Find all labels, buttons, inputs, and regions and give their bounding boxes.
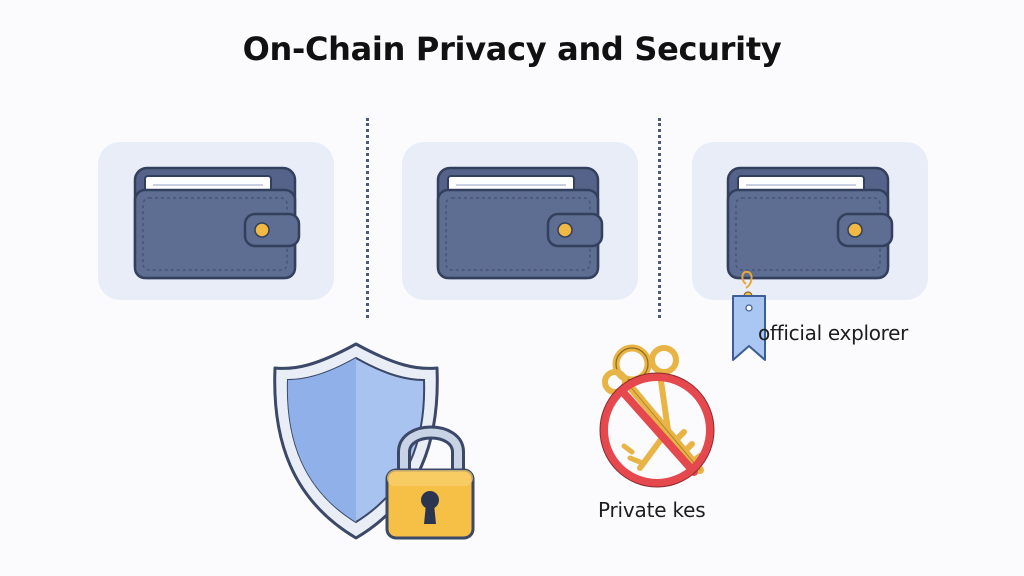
private-keys-label: Private kes (598, 498, 706, 522)
divider-1 (366, 118, 373, 318)
bookmark-tag-icon (732, 270, 766, 361)
wallet-icon-2 (436, 166, 604, 280)
divider-2 (658, 118, 665, 318)
official-explorer-label: official explorer (758, 321, 909, 345)
shield-icon (273, 342, 439, 540)
wallet-icon-3 (726, 166, 894, 280)
prohibited-keys-icon (599, 344, 715, 488)
wallet-icon-1 (133, 166, 301, 280)
page-title: On-Chain Privacy and Security (242, 30, 782, 68)
padlock-icon (385, 425, 475, 540)
